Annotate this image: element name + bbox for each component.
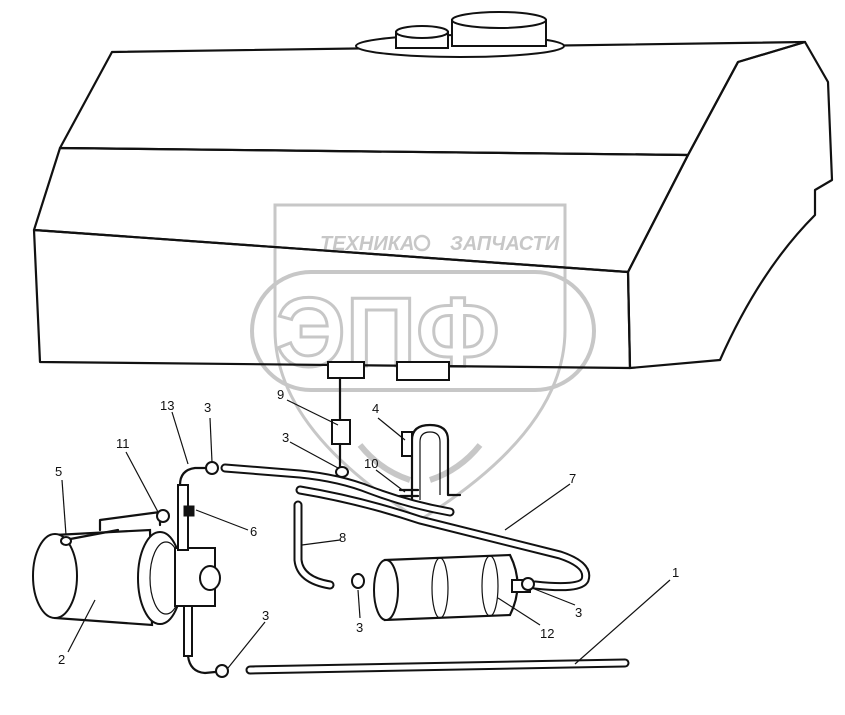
- pump-rear-cap: [32, 533, 78, 619]
- hoses: [220, 463, 630, 675]
- callout-2: 2: [58, 652, 65, 667]
- filter-end-cap: [373, 559, 399, 621]
- callout-11: 11: [116, 436, 130, 451]
- callout-6: 6: [250, 524, 257, 539]
- filler-main-cap: [451, 11, 547, 29]
- watermark-text-left: ТЕХНИКА: [320, 233, 414, 255]
- callout-10: 10: [364, 456, 378, 471]
- callout-13: 13: [160, 398, 174, 413]
- pump-inlet-pipe: [183, 605, 193, 657]
- callout-4: 4: [372, 401, 379, 416]
- wire-terminal: [60, 536, 72, 546]
- callout-8: 8: [339, 530, 346, 545]
- fuel-tank: [32, 11, 834, 381]
- callout-12: 12: [540, 626, 554, 641]
- tank-outlet-left: [327, 361, 365, 379]
- fuel-pump: [32, 461, 229, 678]
- bracket-loop: [410, 423, 462, 502]
- clamp-ring: [215, 664, 229, 678]
- callout-7: 7: [569, 471, 576, 486]
- tank-outlet-right: [396, 361, 450, 381]
- watermark-oval: [250, 270, 596, 392]
- callout-3: 3: [356, 620, 363, 635]
- callout-9: 9: [277, 387, 284, 402]
- pump-outlet-pipe: [177, 484, 189, 551]
- clamp-ring: [521, 577, 535, 591]
- callout-1: 1: [672, 565, 679, 580]
- gear-icon: [413, 234, 431, 252]
- bracket-bolt: [401, 431, 413, 457]
- callout-3: 3: [204, 400, 211, 415]
- fitting-6: [183, 505, 195, 517]
- hose-bracket: [398, 423, 462, 502]
- callout-3: 3: [262, 608, 269, 623]
- fuel-filter: [351, 553, 535, 622]
- pump-bracket: [98, 510, 162, 532]
- clamp-ring: [205, 461, 219, 475]
- watermark-text-right: ЗАПЧАСТИ: [450, 233, 560, 255]
- callouts: 1 2 3 3 3 3 3 4 5 6 7 8 9 10 11 12 13: [55, 387, 679, 667]
- tank-top-face: [58, 40, 807, 157]
- watermark-big-text: ЭПФ: [276, 277, 500, 387]
- watermark-wheat-icon: [357, 443, 483, 483]
- callout-5: 5: [55, 464, 62, 479]
- drain-valve: [331, 376, 351, 478]
- pump-terminal-nut: [156, 509, 170, 523]
- elbow-fitting-bottom: [186, 654, 217, 675]
- pump-wire: [63, 528, 120, 542]
- filler-small-cap: [395, 25, 449, 39]
- watermark: ТЕХНИКА ЗАПЧАСТИ ЭПФ: [250, 203, 596, 522]
- tank-side-face: [626, 40, 834, 370]
- clamp-ring: [351, 573, 365, 589]
- pump-port: [199, 565, 221, 591]
- elbow-fitting-top: [178, 466, 207, 487]
- callout-3: 3: [282, 430, 289, 445]
- leader-lines: [61, 399, 671, 669]
- callout-3: 3: [575, 605, 582, 620]
